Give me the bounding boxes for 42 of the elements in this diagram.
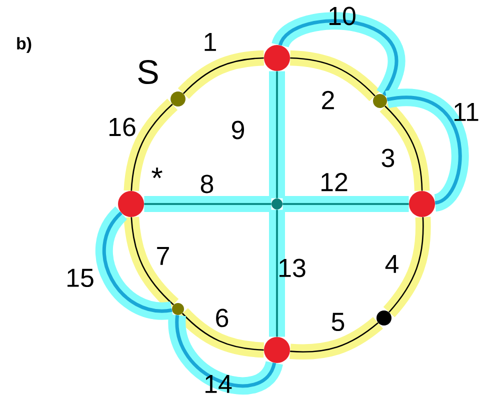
graph-edge [269, 71, 285, 198]
graph-edge [386, 88, 469, 212]
edge-label: 12 [322, 172, 348, 192]
edge-label: 3 [382, 148, 394, 168]
graph-vertex [170, 92, 186, 106]
graph-edge [124, 98, 178, 192]
edge-label: 4 [385, 255, 398, 273]
graph-vertex [376, 310, 392, 326]
start-label: S [138, 60, 158, 84]
edge-label: 8 [200, 174, 214, 194]
star-mark: * [152, 168, 162, 178]
graph-edge [380, 100, 430, 192]
graph-edge [269, 210, 285, 337]
graph-edge [383, 216, 431, 318]
graph-edge [178, 50, 264, 99]
graph-edge [168, 315, 283, 395]
graph-edge [290, 316, 383, 360]
edge-label: 10 [330, 6, 356, 26]
edge-label: 13 [280, 258, 306, 278]
graph-edge [144, 196, 272, 212]
edge-label: 6 [216, 308, 228, 328]
graph-vertex [118, 191, 144, 217]
graph-edge [96, 207, 172, 320]
edge-label: 11 [454, 103, 478, 121]
graph-vertex [373, 94, 387, 108]
graph-vertex [172, 303, 184, 315]
graph-vertex [264, 336, 290, 363]
edge-label: 1 [204, 33, 216, 51]
graph-edge [282, 196, 409, 212]
panel-label: b) [17, 37, 32, 53]
edge-label: 2 [322, 90, 334, 110]
graph-vertex [264, 45, 290, 71]
edge-label: 14 [206, 375, 232, 393]
edge-label: 7 [157, 247, 169, 265]
edge-label: 15 [68, 268, 94, 288]
edge-label: 16 [110, 118, 136, 136]
graph-edge [272, 12, 405, 99]
graph-vertex [409, 191, 435, 217]
graph-edge [290, 50, 380, 102]
edge-label: 5 [332, 312, 344, 332]
graph-vertex [272, 198, 282, 210]
edge-label: 9 [232, 120, 244, 140]
